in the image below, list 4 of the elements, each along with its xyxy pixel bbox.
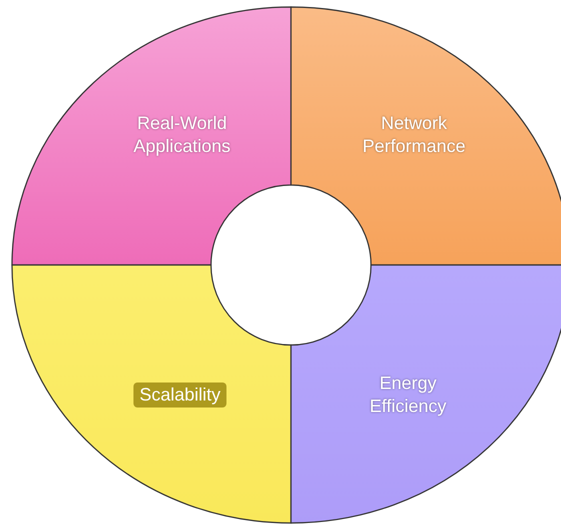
segment-label: Scalability bbox=[133, 382, 227, 408]
segment-label: Energy Efficiency bbox=[368, 372, 448, 418]
segment-label: Network Performance bbox=[361, 112, 467, 158]
segment-label: Real-World Applications bbox=[132, 112, 232, 158]
